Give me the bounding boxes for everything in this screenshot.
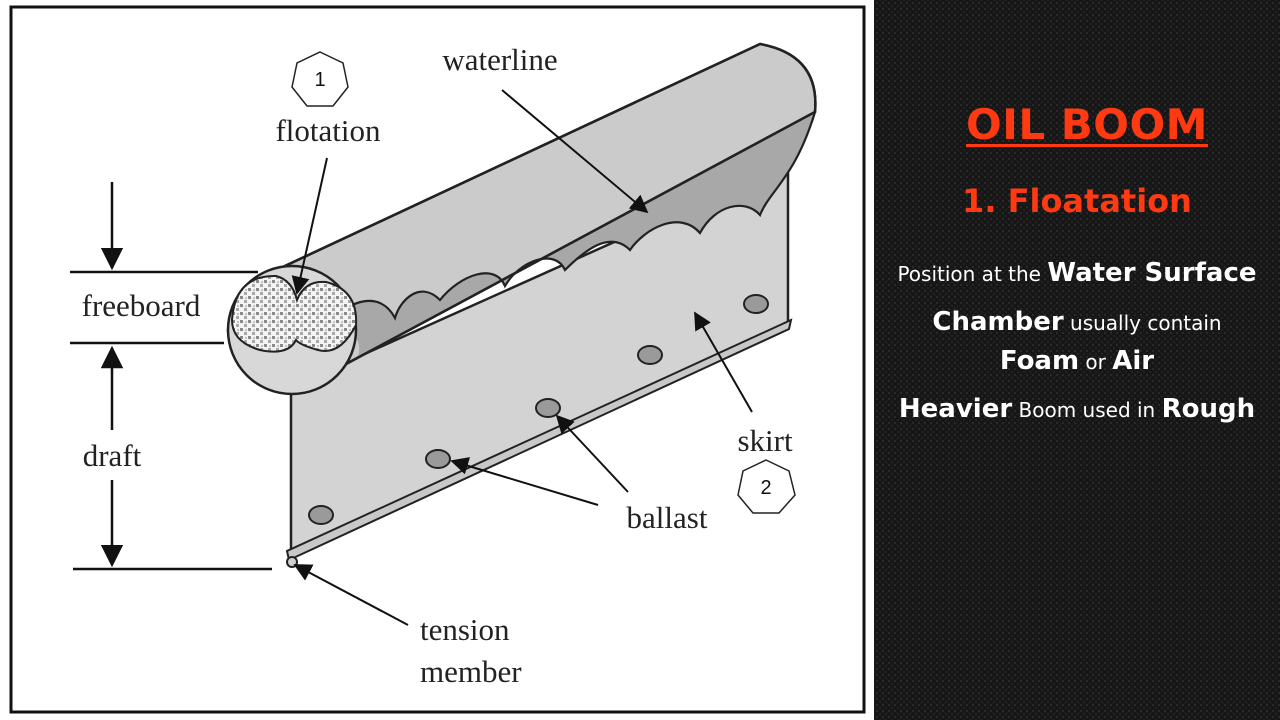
ballast-pointer-1 [555,414,629,493]
info-line-foam: Foam [999,346,1080,376]
ballast-pointer-2 [450,457,599,506]
info-line-position: Position at the Water Surface [874,258,1280,288]
badge-skirt-number: 2 [760,477,771,499]
label-freeboard: freeboard [82,288,201,323]
label-flotation: flotation [275,113,381,148]
skirt-pointer [694,311,753,413]
slide-title: OIL BOOM [966,100,1208,149]
ballast-weights [308,294,769,525]
info-line-heavier-text: Boom used in [1012,398,1162,422]
info-panel: OIL BOOM 1. Floatation Position at the W… [874,0,1280,720]
label-waterline: waterline [442,42,557,77]
label-skirt: skirt [737,423,793,458]
info-line-chamber-text: usually contain [1063,311,1222,335]
label-member: member [420,654,522,689]
info-line-rough: Rough [1161,394,1256,424]
ballast-weight [308,505,334,525]
label-ballast: ballast [627,500,708,535]
waterline-curve [329,111,817,323]
float-outline [271,42,817,395]
info-line-chamber-strong: Chamber [932,307,1064,337]
tension-pointer [293,564,409,626]
diagram-panel: 1 2 waterline flotation freeboard draft … [9,5,866,714]
badge-flotation: 1 [291,51,349,107]
waterline-pointer [501,89,649,214]
info-line-chamber: Chamber usually contain [874,307,1280,337]
ballast-weight [637,345,663,365]
ballast-weight [535,398,561,418]
ballast-weight [743,294,769,314]
slide-subtitle: 1. Floatation [962,182,1192,220]
label-draft: draft [83,438,142,473]
badge-skirt: 2 [737,459,796,514]
flotation-pointer [291,157,328,295]
ballast-weight [425,449,451,469]
info-line-air: Air [1112,346,1155,376]
badge-flotation-number: 1 [314,69,325,91]
tension-member-rod [285,318,793,562]
foam-chamber [230,274,358,353]
diagram-frame [9,5,866,714]
info-line-position-strong: Water Surface [1047,258,1257,288]
info-line-heavier-strong: Heavier [898,394,1013,424]
info-line-position-text: Position at the [897,262,1048,286]
info-line-heavier: Heavier Boom used in Rough [874,394,1280,424]
info-line-foam-air: Foam or Air [874,346,1280,376]
oil-boom-diagram: 1 2 waterline flotation freeboard draft … [9,5,866,714]
label-tension: tension [420,612,510,647]
info-line-or: or [1079,350,1113,374]
